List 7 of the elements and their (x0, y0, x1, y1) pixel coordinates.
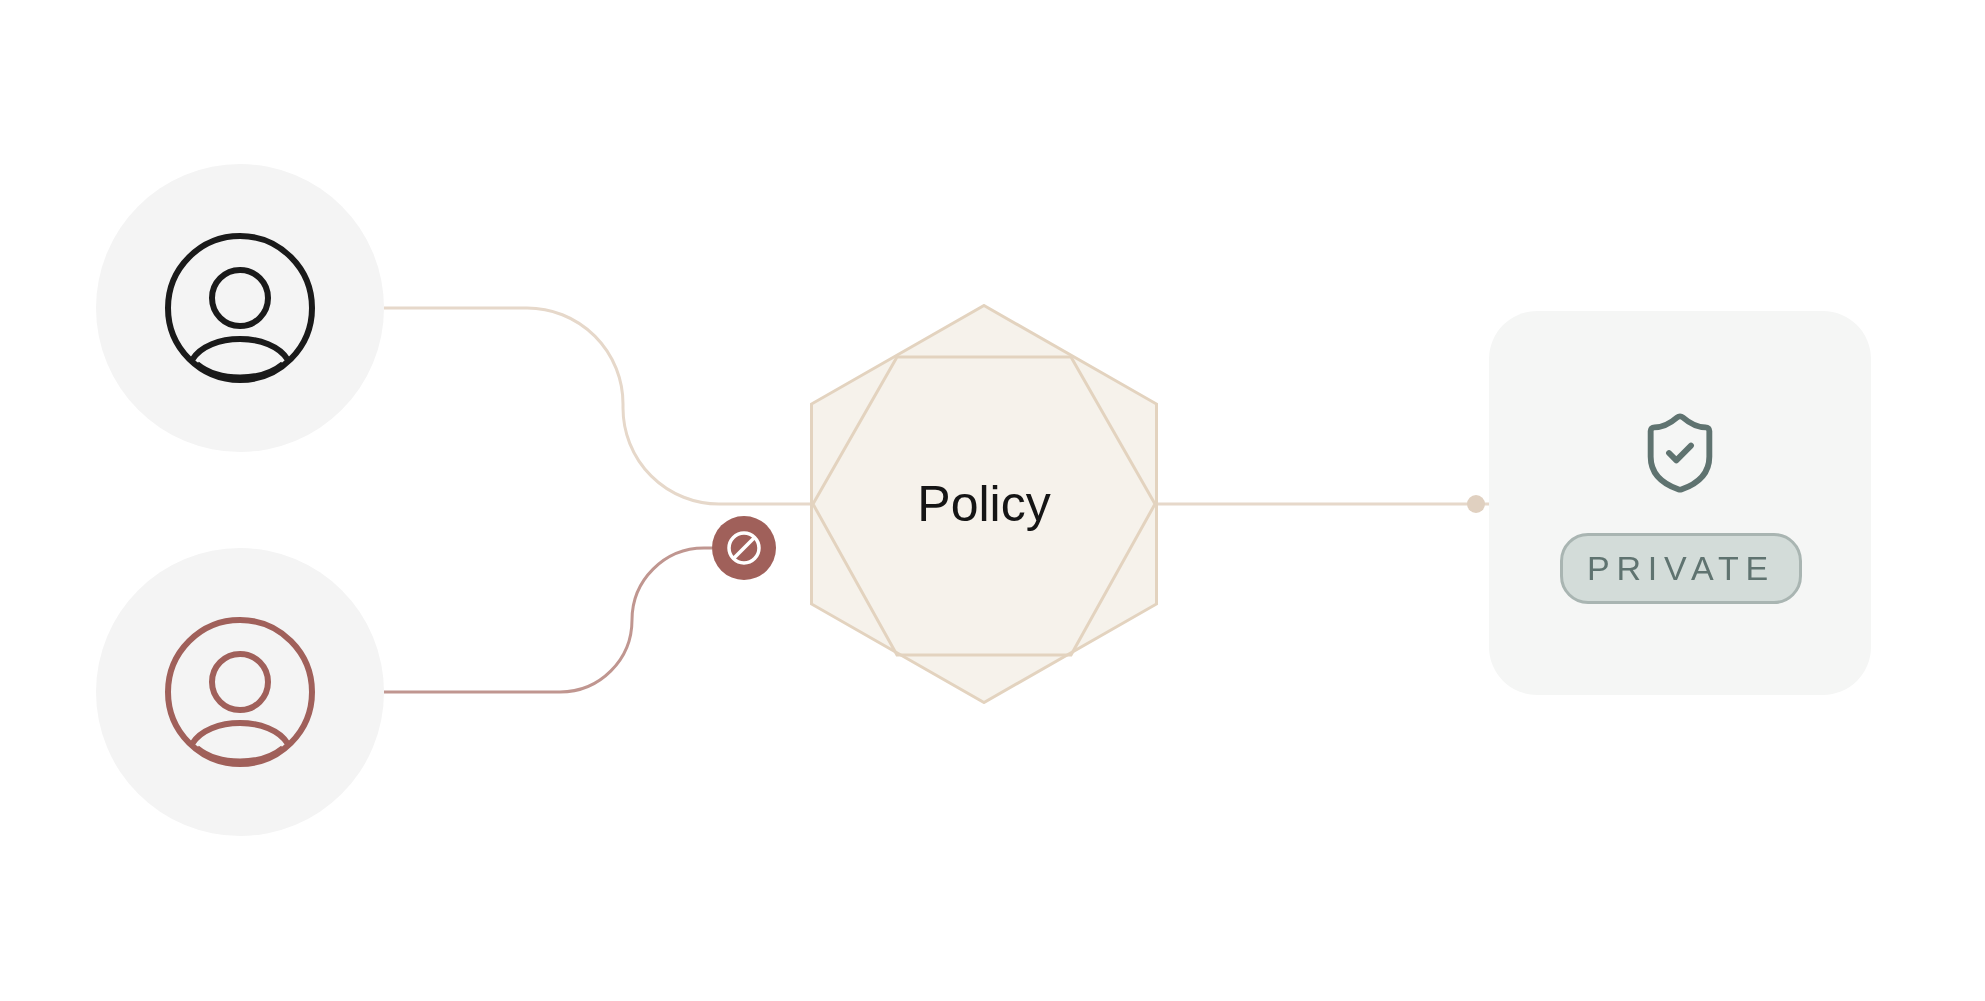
node-label: Policy (917, 479, 1051, 529)
status-badge: PRIVATE (1560, 533, 1802, 604)
connector-line (1158, 495, 1489, 513)
card-background (1489, 311, 1871, 695)
blocked-icon (712, 516, 776, 580)
connector-line (384, 546, 712, 694)
connector-line (384, 306, 810, 506)
